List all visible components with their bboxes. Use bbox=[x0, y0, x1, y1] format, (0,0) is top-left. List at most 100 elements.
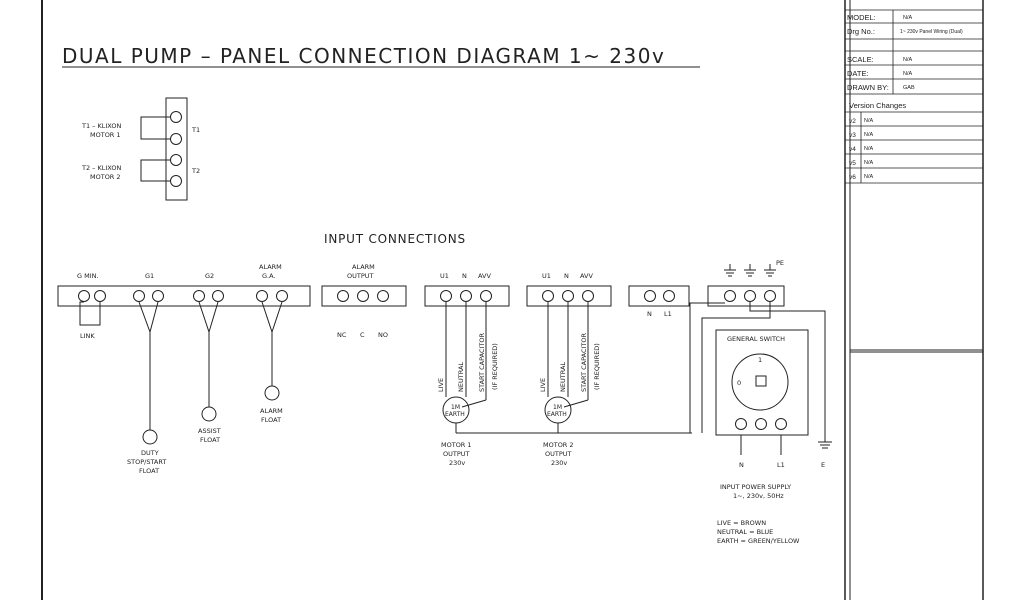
switch-pos-1: 1 bbox=[758, 356, 762, 364]
g2-label: G2 bbox=[205, 272, 214, 280]
terminal-circle bbox=[735, 418, 747, 430]
m2-live-label: LIVE bbox=[539, 378, 547, 392]
motor2-output-label-2: OUTPUT bbox=[545, 450, 572, 458]
alarm-float-label-2: FLOAT bbox=[261, 416, 281, 424]
input-supply-label: INPUT POWER SUPPLY bbox=[720, 483, 791, 491]
m1-startcap-label: START CAPACITOR bbox=[478, 333, 486, 392]
assist-float-symbol bbox=[201, 406, 217, 422]
terminal-circle bbox=[764, 290, 776, 302]
general-switch-label: GENERAL SWITCH bbox=[727, 335, 785, 343]
terminal-circle bbox=[170, 175, 182, 187]
terminal-circle bbox=[440, 290, 452, 302]
c-label: C bbox=[360, 331, 365, 339]
version-heading: Version Changes bbox=[849, 101, 906, 110]
terminal-circle bbox=[337, 290, 349, 302]
l1-label: L1 bbox=[664, 310, 672, 318]
input-supply-spec: 1~, 230v, 50Hz bbox=[733, 492, 784, 500]
alarm-output-label-2: OUTPUT bbox=[347, 272, 374, 280]
duty-label-2: STOP/START bbox=[127, 458, 166, 466]
drawn-value: GAB bbox=[903, 85, 915, 91]
terminal-circle bbox=[542, 290, 554, 302]
motor1-output-label: MOTOR 1 bbox=[441, 441, 472, 449]
alarm-float-symbol bbox=[264, 385, 280, 401]
alarm-float-label: ALARM bbox=[260, 407, 283, 415]
terminal-circle bbox=[480, 290, 492, 302]
m1-ifreq-label: (IF REQUIRED) bbox=[491, 343, 499, 390]
legend-neutral: NEUTRAL = BLUE bbox=[717, 528, 773, 536]
terminal-circle bbox=[663, 290, 675, 302]
version-note: N/A bbox=[864, 146, 874, 152]
m2-n-label: N bbox=[564, 272, 569, 280]
version-note: N/A bbox=[864, 132, 874, 138]
version-note: N/A bbox=[864, 160, 874, 166]
terminal-circle bbox=[644, 290, 656, 302]
m1-earth-label: EARTH bbox=[445, 411, 465, 418]
pe-label: PE bbox=[776, 259, 784, 267]
terminal-circle bbox=[744, 290, 756, 302]
terminal-circle bbox=[78, 290, 90, 302]
terminal-circle bbox=[357, 290, 369, 302]
nc-label: NC bbox=[337, 331, 347, 339]
g-min-label: G MIN. bbox=[77, 272, 99, 280]
motor1-output-label-2: OUTPUT bbox=[443, 450, 470, 458]
supply-l1-label: L1 bbox=[777, 461, 785, 469]
m2-startcap-label: START CAPACITOR bbox=[580, 333, 588, 392]
motor2-output-label-3: 230v bbox=[551, 459, 567, 467]
terminal-circle bbox=[582, 290, 594, 302]
input-terminal-block bbox=[57, 285, 311, 445]
terminal-circle bbox=[193, 290, 205, 302]
supply-n-label: N bbox=[739, 461, 744, 469]
terminal-circle bbox=[256, 290, 268, 302]
m2-u1-label: U1 bbox=[542, 272, 551, 280]
legend-earth: EARTH = GREEN/YELLOW bbox=[717, 537, 800, 545]
klixon-t1-label: T1 – KLIXON bbox=[81, 122, 121, 130]
alarm-ga-label-2: G.A. bbox=[262, 272, 276, 280]
m2-earth-label: EARTH bbox=[547, 411, 567, 418]
terminal-circle bbox=[170, 154, 182, 166]
assist-label-2: FLOAT bbox=[200, 436, 220, 444]
alarm-output-terminal bbox=[321, 285, 407, 307]
terminal-circle bbox=[152, 290, 164, 302]
drg-value: 1~ 230v Panel Wiring (Dual) bbox=[900, 29, 963, 35]
g1-label: G1 bbox=[145, 272, 154, 280]
klixon-t2-tag: T2 bbox=[191, 167, 200, 175]
scale-value: N/A bbox=[903, 57, 913, 63]
version-label: v6 bbox=[849, 174, 856, 181]
general-switch bbox=[715, 329, 809, 455]
title-block bbox=[845, 9, 983, 184]
klixon-t2-sub: MOTOR 2 bbox=[90, 173, 121, 181]
alarm-output-label: ALARM bbox=[352, 263, 375, 271]
version-label: v5 bbox=[849, 160, 856, 167]
motor2-output-label: MOTOR 2 bbox=[543, 441, 574, 449]
terminal-circle bbox=[775, 418, 787, 430]
page-title: DUAL PUMP – PANEL CONNECTION DIAGRAM 1~ … bbox=[62, 44, 665, 68]
m1-u1-label: U1 bbox=[440, 272, 449, 280]
motor-1-terminal bbox=[424, 285, 510, 433]
m2-motor-label: 1M bbox=[553, 404, 562, 411]
duty-label: DUTY bbox=[141, 449, 159, 457]
terminal-circle bbox=[562, 290, 574, 302]
version-label: v4 bbox=[849, 146, 856, 153]
switch-dial bbox=[731, 353, 789, 411]
terminal-circle bbox=[170, 133, 182, 145]
terminal-circle bbox=[276, 290, 288, 302]
m1-avv-label: AVV bbox=[478, 272, 491, 280]
duty-label-3: FLOAT bbox=[139, 467, 159, 475]
no-label: NO bbox=[378, 331, 388, 339]
duty-float-symbol bbox=[142, 429, 158, 445]
terminal-circle bbox=[755, 418, 767, 430]
version-label: v2 bbox=[849, 118, 856, 125]
terminal-circle bbox=[212, 290, 224, 302]
terminal-circle bbox=[377, 290, 389, 302]
m1-motor-label: 1M bbox=[451, 404, 460, 411]
m1-n-label: N bbox=[462, 272, 467, 280]
date-label: DATE: bbox=[847, 69, 869, 78]
terminal-circle bbox=[133, 290, 145, 302]
klixon-t2-label: T2 – KLIXON bbox=[81, 164, 121, 172]
klixon-t1-tag: T1 bbox=[191, 126, 200, 134]
terminal-circle bbox=[724, 290, 736, 302]
link-label: LINK bbox=[80, 332, 95, 340]
m1-neutral-label: NEUTRAL bbox=[457, 362, 465, 392]
terminal-circle bbox=[460, 290, 472, 302]
